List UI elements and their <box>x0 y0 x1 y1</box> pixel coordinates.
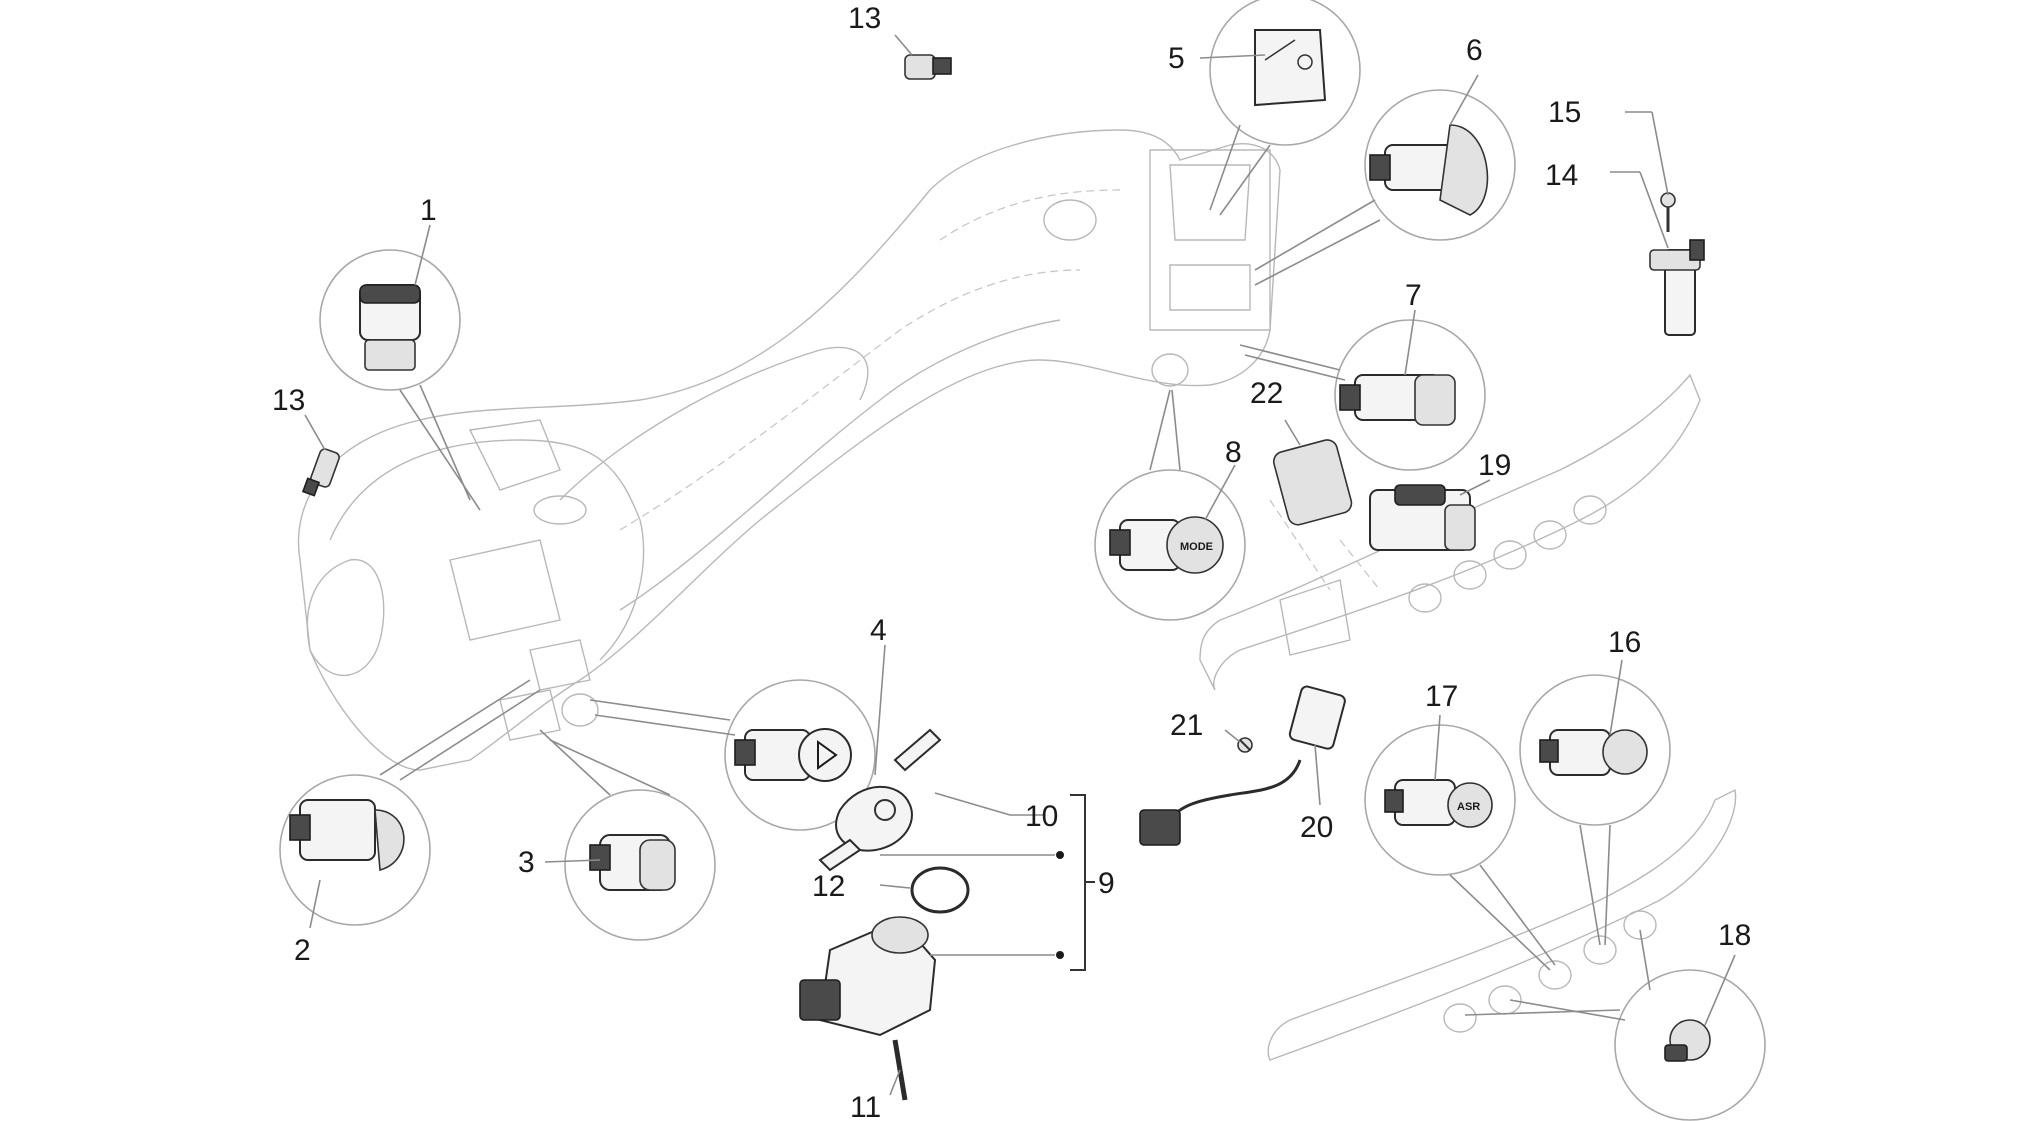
label-14: 14 <box>1545 159 1578 192</box>
seal-ring <box>910 866 970 914</box>
switch-cover <box>1254 29 1327 107</box>
label-1: 1 <box>420 194 437 227</box>
ignition-key[interactable] <box>818 728 942 872</box>
label-16: 16 <box>1608 626 1641 659</box>
hazard-triangle-icon <box>817 740 838 770</box>
mode-button-icon: MODE <box>1180 541 1213 553</box>
label-3: 3 <box>518 846 535 879</box>
small-screw <box>1237 737 1253 753</box>
label-17: 17 <box>1425 680 1458 713</box>
label-12: 12 <box>812 870 845 903</box>
label-9: 9 <box>1098 867 1115 900</box>
label-15: 15 <box>1548 96 1581 129</box>
rubber-pad <box>1272 439 1353 526</box>
hazard-switch[interactable] <box>734 728 852 782</box>
label-19: 19 <box>1478 449 1511 482</box>
headlight-switch[interactable] <box>359 284 421 371</box>
label-11: 11 <box>850 1091 881 1121</box>
part-labels: 1 2 3 4 5 6 7 8 9 10 11 12 13 13 14 15 1… <box>272 2 1751 1121</box>
asr-button-icon: ASR <box>1457 801 1480 813</box>
label-13-top: 13 <box>848 2 881 35</box>
light-switch[interactable] <box>1339 374 1456 426</box>
screw <box>1660 192 1676 232</box>
label-20: 20 <box>1300 811 1333 844</box>
bulb-top <box>904 54 952 80</box>
handlebar-cover-outline <box>297 129 1281 771</box>
label-22: 22 <box>1250 377 1283 410</box>
label-2: 2 <box>294 934 311 967</box>
button-16[interactable] <box>1539 729 1648 776</box>
ignition-lock <box>799 916 937 1101</box>
stop-light-switch <box>1649 239 1705 336</box>
horn-switch[interactable] <box>589 834 676 891</box>
label-4: 4 <box>870 614 887 647</box>
group-bracket-9 <box>880 794 1095 971</box>
label-5: 5 <box>1168 42 1185 75</box>
dimmer-switch[interactable] <box>289 799 405 872</box>
label-13-left: 13 <box>272 384 305 417</box>
label-10: 10 <box>1025 800 1058 833</box>
label-18: 18 <box>1718 919 1751 952</box>
leader-lines <box>379 124 1651 1021</box>
label-leaders <box>304 34 1736 1096</box>
turn-signal-switch[interactable] <box>1369 124 1489 216</box>
asr-button[interactable]: ASR <box>1384 779 1493 828</box>
label-21: 21 <box>1170 709 1203 742</box>
mode-button[interactable]: MODE <box>1109 516 1224 574</box>
label-6: 6 <box>1466 34 1483 67</box>
switch-block[interactable] <box>1369 484 1476 551</box>
knob <box>1664 1019 1711 1062</box>
label-7: 7 <box>1405 279 1422 312</box>
lower-switch-panel-outline <box>1267 788 1737 1061</box>
bulb-left <box>301 448 340 497</box>
label-8: 8 <box>1225 436 1242 469</box>
sensor-with-cable <box>1139 685 1346 846</box>
